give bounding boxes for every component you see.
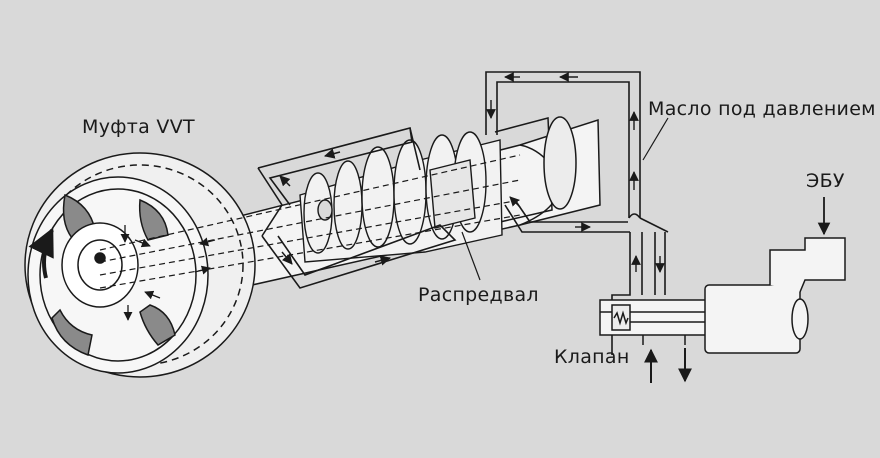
- clutch-label: Муфта VVT: [82, 116, 195, 138]
- clutch-oil-passages: [99, 154, 521, 289]
- ecu: [769, 237, 846, 293]
- oil-label-leader: [642, 117, 669, 161]
- passage-arrows: [120, 225, 216, 321]
- valve-io-arrows: [644, 348, 692, 383]
- camshaft-label: Распредвал: [418, 284, 539, 306]
- oil-control-section: [299, 131, 503, 263]
- oil-loop-center: [257, 126, 457, 289]
- control-valve: [599, 284, 809, 354]
- clutch-rotation-arrow: [28, 227, 54, 279]
- ecu-label: ЭБУ: [806, 170, 845, 192]
- vvt-clutch: [24, 152, 256, 378]
- pressure-arrows: [486, 72, 665, 273]
- oil-loop-arrows: [279, 148, 392, 266]
- valve-label: Клапан: [554, 346, 630, 368]
- oil-pressure-label: Масло под давлением: [648, 98, 876, 120]
- camshaft-label-leader: [461, 231, 481, 281]
- pressure-circuit: [485, 71, 669, 355]
